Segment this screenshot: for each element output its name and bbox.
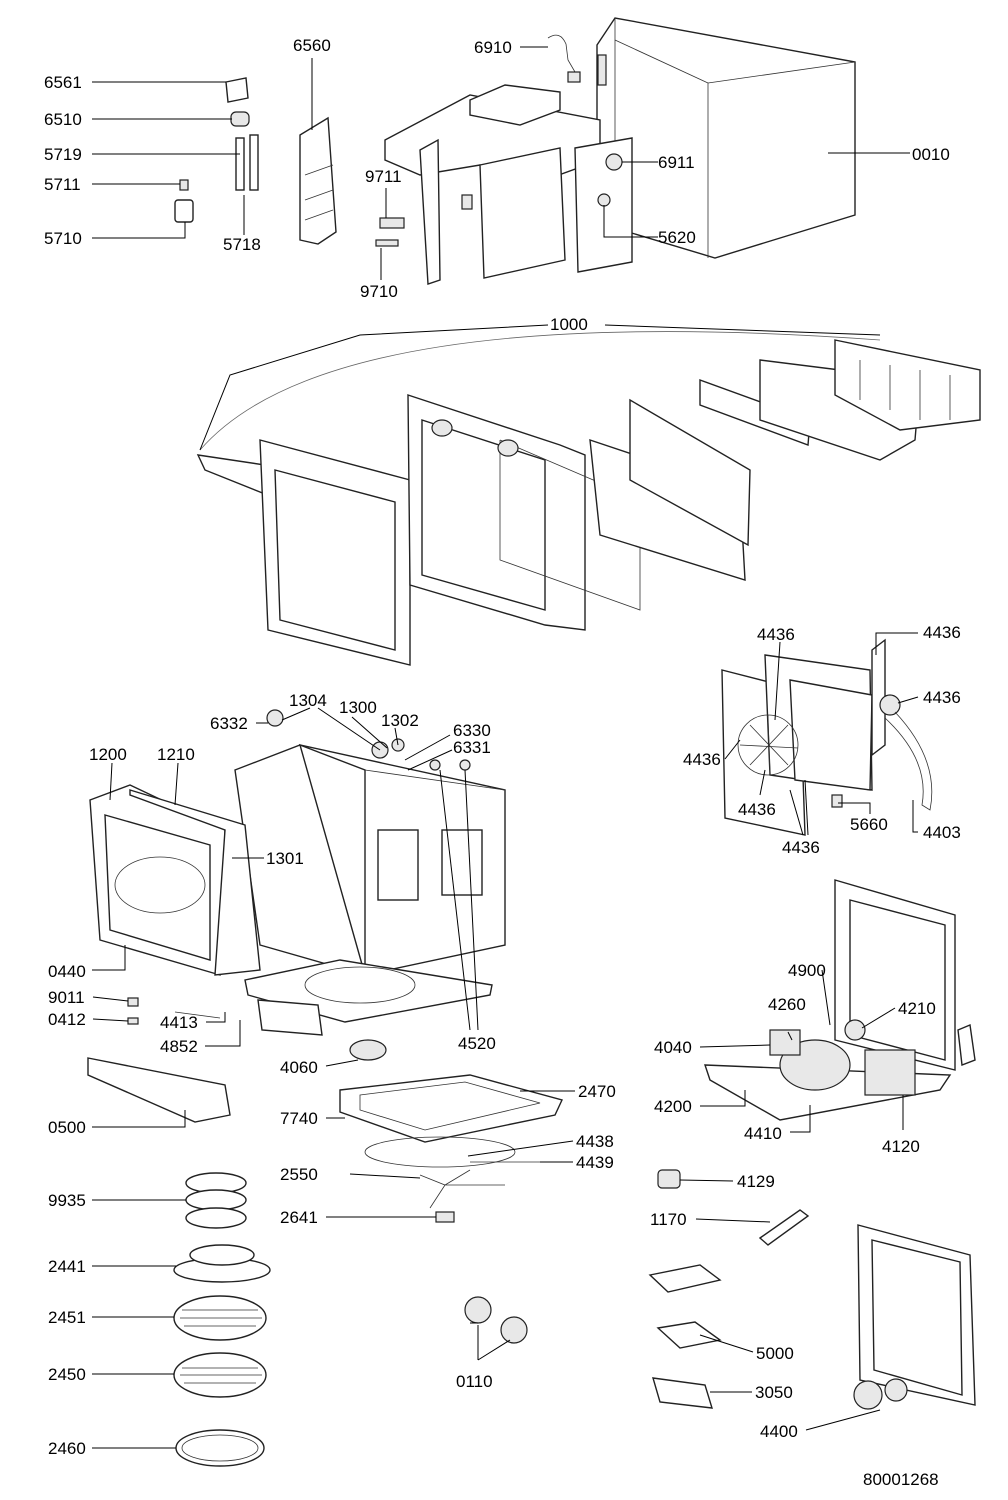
- part-label: 6560: [293, 36, 331, 55]
- part-label: 4129: [737, 1172, 775, 1191]
- part-label: 6330: [453, 721, 491, 740]
- part-label: 2451: [48, 1308, 86, 1327]
- part-label: 5718: [223, 235, 261, 254]
- part-label: 4436: [923, 623, 961, 642]
- part-label: 4520: [458, 1034, 496, 1053]
- part-label: 0010: [912, 145, 950, 164]
- part-label: 4120: [882, 1137, 920, 1156]
- part-label: 1170: [650, 1210, 687, 1229]
- part-label: 5660: [850, 815, 888, 834]
- control-bracket: [384, 34, 633, 285]
- part-label: 6331: [453, 738, 491, 757]
- turntable-parts: [87, 1039, 563, 1223]
- part-label: 4403: [923, 823, 961, 842]
- part-label: 6332: [210, 714, 248, 733]
- part-label: 4060: [280, 1058, 318, 1077]
- part-label: 6910: [474, 38, 512, 57]
- part-label: 4436: [782, 838, 820, 857]
- part-label: 6510: [44, 110, 82, 129]
- part-label: 4436: [923, 688, 961, 707]
- part-label: 5710: [44, 229, 82, 248]
- leader-lines: [92, 46, 919, 1449]
- part-label: 4439: [576, 1153, 614, 1172]
- accessories-right: [648, 1169, 976, 1410]
- part-label: 2460: [48, 1439, 86, 1458]
- part-label: 9935: [48, 1191, 86, 1210]
- part-label: 9011: [48, 988, 85, 1007]
- part-label: 1210: [157, 745, 195, 764]
- part-label: 4040: [654, 1038, 692, 1057]
- part-label: 2641: [280, 1208, 318, 1227]
- part-label: 0110: [456, 1372, 493, 1391]
- group-label: 1000: [550, 315, 588, 334]
- part-label: 2550: [280, 1165, 318, 1184]
- part-label: 4410: [744, 1124, 782, 1143]
- part-label: 1300: [339, 698, 377, 717]
- part-label: 0412: [48, 1010, 86, 1029]
- part-label: 6911: [658, 153, 695, 172]
- part-label: 5620: [658, 228, 696, 247]
- part-label: 2441: [48, 1257, 86, 1276]
- part-label: 1304: [289, 691, 327, 710]
- part-label: 2450: [48, 1365, 86, 1384]
- part-label: 0500: [48, 1118, 86, 1137]
- part-label: 4852: [160, 1037, 198, 1056]
- part-drawings: [87, 17, 981, 1467]
- part-label: 0440: [48, 962, 86, 981]
- part-label: 4436: [757, 625, 795, 644]
- part-label: 1302: [381, 711, 419, 730]
- part-label: 4200: [654, 1097, 692, 1116]
- part-label: 6561: [44, 73, 82, 92]
- convection-fan-assembly: [721, 638, 933, 836]
- oven-cavity: [89, 709, 506, 1036]
- part-label: 5000: [756, 1344, 794, 1363]
- control-panel-group: [196, 331, 981, 666]
- part-label: 2470: [578, 1082, 616, 1101]
- part-label: 4400: [760, 1422, 798, 1441]
- outer-casing: [596, 17, 856, 259]
- part-label: 3050: [755, 1383, 793, 1402]
- small-parts-top-left: [174, 77, 405, 247]
- part-label: 1301: [266, 849, 304, 868]
- part-label: 4260: [768, 995, 806, 1014]
- accessories-left: [173, 1172, 528, 1467]
- part-label: 4436: [683, 750, 721, 769]
- part-label: 5719: [44, 145, 82, 164]
- document-id: 80001268: [863, 1470, 939, 1489]
- part-label: 9710: [360, 282, 398, 301]
- part-label: 1200: [89, 745, 127, 764]
- base-assembly: [704, 879, 976, 1121]
- part-label: 9711: [365, 167, 402, 186]
- part-label: 4210: [898, 999, 936, 1018]
- part-label: 5711: [44, 175, 81, 194]
- part-label: 4900: [788, 961, 826, 980]
- part-label: 4438: [576, 1132, 614, 1151]
- part-label: 7740: [280, 1109, 318, 1128]
- part-label: 4413: [160, 1013, 198, 1032]
- labels: 6561 6510 5719 5711 5710 5718 6560 9711 …: [44, 36, 961, 1489]
- part-label: 4436: [738, 800, 776, 819]
